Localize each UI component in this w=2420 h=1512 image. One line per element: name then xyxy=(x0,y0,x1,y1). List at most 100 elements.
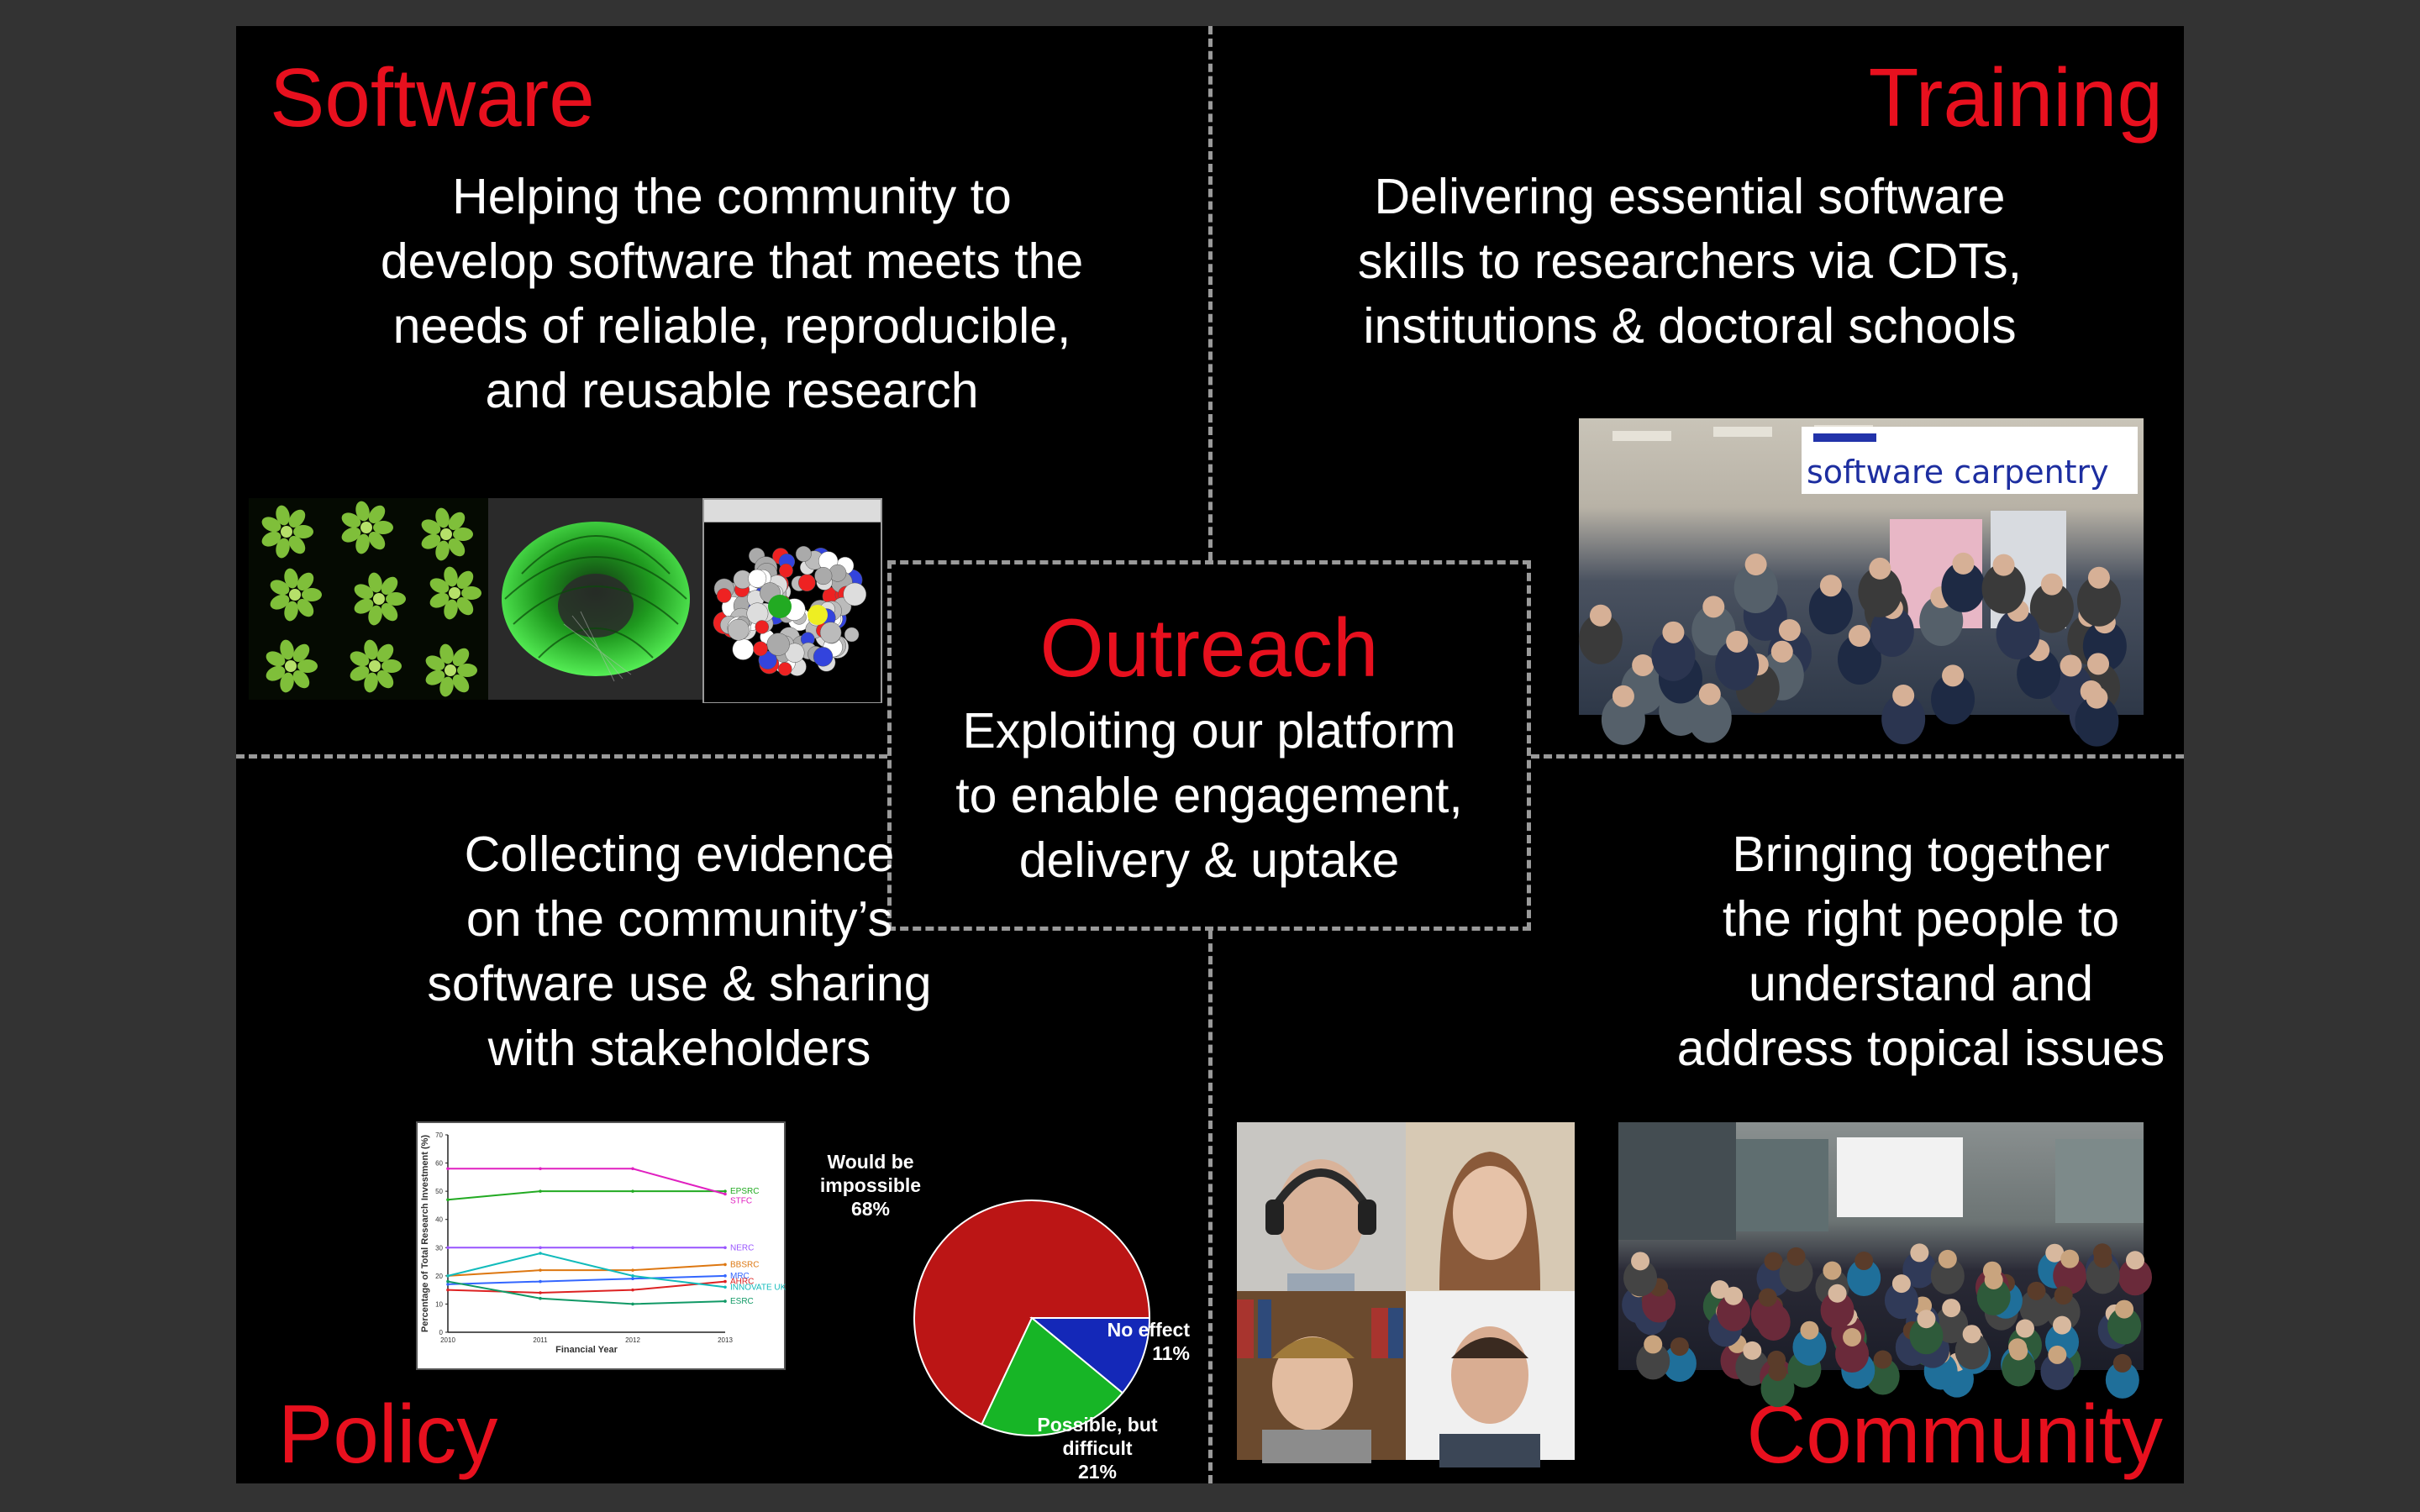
atom-icon xyxy=(716,588,732,603)
audience-member-icon xyxy=(2107,1307,2142,1345)
atom-icon xyxy=(808,605,828,625)
legend-label: MRC xyxy=(730,1272,750,1281)
audience-member-icon xyxy=(2019,1289,2054,1326)
person-icon xyxy=(1858,566,1902,617)
person-head-icon xyxy=(2087,566,2110,589)
series-line-stfc xyxy=(448,1168,726,1195)
person-head-icon xyxy=(1698,683,1721,706)
series-line-ahrc xyxy=(447,1280,726,1294)
pie-slice-label: Possible, but xyxy=(1037,1414,1157,1436)
pie-slice-label: 68% xyxy=(851,1198,890,1220)
audience-head-icon xyxy=(2015,1319,2034,1338)
data-point xyxy=(723,1274,727,1278)
person-head-icon xyxy=(2040,573,2063,596)
text-line: delivery & uptake xyxy=(1018,832,1400,888)
legend-label: ESRC xyxy=(730,1297,754,1306)
y-tick-label: 30 xyxy=(435,1244,443,1252)
vertical-divider-top xyxy=(1208,26,1213,560)
person-icon xyxy=(1837,634,1881,685)
atom-icon xyxy=(758,650,777,669)
software-carpentry-photo: software carpentry xyxy=(1578,418,2144,747)
audience-head-icon xyxy=(1891,1274,1911,1294)
data-point xyxy=(631,1274,634,1278)
person-icon xyxy=(1578,613,1623,664)
person-icon xyxy=(1733,563,1778,614)
person-head-icon xyxy=(1589,604,1612,627)
training-heading: Training xyxy=(1868,51,2163,144)
atom-icon xyxy=(768,595,792,618)
portrait-person-glasses xyxy=(1237,1291,1406,1463)
audience-head-icon xyxy=(1938,1249,1957,1268)
pie-slice-label: No effect xyxy=(1107,1319,1191,1341)
atom-icon xyxy=(753,641,768,657)
audience-member-icon xyxy=(1716,1294,1750,1331)
x-tick-label: 2010 xyxy=(440,1336,455,1344)
data-point xyxy=(446,1246,450,1250)
person-icon xyxy=(1651,630,1696,681)
data-point xyxy=(539,1291,542,1294)
data-point xyxy=(723,1189,727,1193)
audience-member-icon xyxy=(1662,1345,1697,1383)
legend-label: NERC xyxy=(730,1243,754,1252)
data-point xyxy=(631,1167,634,1171)
person-head-icon xyxy=(1992,554,2015,576)
outreach-heading: Outreach xyxy=(1039,601,1379,694)
y-tick-label: 10 xyxy=(435,1300,443,1308)
audience-member-icon xyxy=(1792,1328,1827,1366)
slide: Software Helping the community to develo… xyxy=(236,26,2184,1483)
atom-icon xyxy=(755,620,770,634)
data-point xyxy=(539,1167,542,1171)
data-point xyxy=(631,1302,634,1306)
data-point xyxy=(446,1288,450,1292)
audience-member-icon xyxy=(1760,1370,1795,1408)
person-head-icon xyxy=(1848,625,1870,648)
software-heading: Software xyxy=(270,51,595,144)
audience-head-icon xyxy=(1800,1320,1819,1340)
text-line: institutions & doctoral schools xyxy=(1363,298,2017,354)
audience-head-icon xyxy=(1644,1335,1663,1354)
audience-member-icon xyxy=(1954,1332,1989,1370)
audience-head-icon xyxy=(1984,1270,2003,1289)
audience-head-icon xyxy=(1917,1310,1936,1329)
plant-icon xyxy=(261,637,320,696)
data-point xyxy=(723,1263,727,1267)
audience-member-icon xyxy=(1636,1342,1670,1380)
person-icon xyxy=(1996,609,2040,660)
data-point xyxy=(446,1167,450,1171)
audience-head-icon xyxy=(1942,1299,1961,1318)
molecule-window-image xyxy=(702,498,882,703)
audience-head-icon xyxy=(1962,1325,1981,1344)
person-icon xyxy=(2076,575,2121,627)
legend-label: EPSRC xyxy=(730,1187,759,1196)
community-heading: Community xyxy=(1746,1388,2163,1480)
plant-icon xyxy=(425,564,484,622)
legend-label: INNOVATE UK xyxy=(730,1283,786,1292)
series-line-esrc xyxy=(447,1280,726,1305)
data-point xyxy=(631,1277,634,1281)
audience-head-icon xyxy=(1764,1252,1783,1271)
person-head-icon xyxy=(2060,654,2082,677)
person-head-icon xyxy=(1869,557,1891,580)
atom-icon xyxy=(813,647,834,667)
plants-image xyxy=(249,498,488,700)
audience-member-icon xyxy=(2002,1349,2036,1387)
data-point xyxy=(446,1198,450,1202)
text-line: Collecting evidence xyxy=(464,827,895,882)
atom-icon xyxy=(843,582,867,606)
policy-heading: Policy xyxy=(278,1388,498,1480)
text-line: skills to researchers via CDTs, xyxy=(1357,234,2023,289)
torus-graphic xyxy=(502,522,690,682)
audience-head-icon xyxy=(2009,1341,2028,1361)
plant-icon xyxy=(337,498,396,557)
data-point xyxy=(539,1279,542,1284)
carpentry-logo-bar-icon xyxy=(1813,433,1876,442)
plant-icon xyxy=(421,641,480,700)
plant-icon xyxy=(350,570,408,628)
data-point xyxy=(631,1268,634,1272)
pie-slice-label: 11% xyxy=(1152,1342,1190,1364)
audience-member-icon xyxy=(1909,1317,1944,1355)
y-tick-label: 40 xyxy=(435,1216,443,1224)
